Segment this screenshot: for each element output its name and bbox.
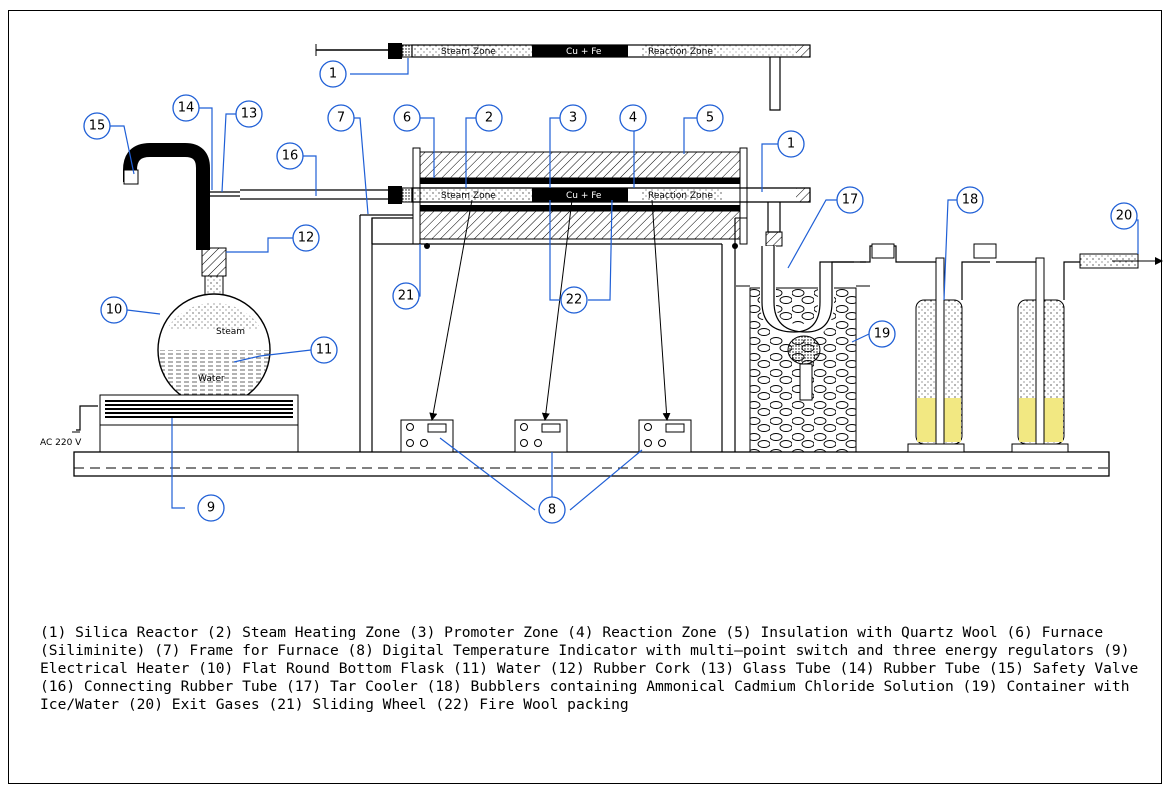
callout-14: 14 <box>172 94 200 122</box>
callouts: 1 1 2 3 4 5 6 7 8 9 10 11 12 13 14 15 16… <box>83 60 1138 524</box>
callout-12: 12 <box>292 224 320 252</box>
top-reaction-zone-label: Reaction Zone <box>648 47 713 57</box>
callout-16: 16 <box>276 142 304 170</box>
callout-5: 5 <box>696 104 724 132</box>
callout-8: 8 <box>538 496 566 524</box>
svg-text:15: 15 <box>89 119 106 134</box>
callout-21: 21 <box>392 282 420 310</box>
callout-11: 11 <box>310 336 338 364</box>
callout-1-top: 1 <box>319 60 347 88</box>
callout-17: 17 <box>836 186 864 214</box>
callout-15: 15 <box>83 112 111 140</box>
svg-text:13: 13 <box>241 107 258 122</box>
svg-text:14: 14 <box>178 101 195 116</box>
callout-9: 9 <box>197 494 225 522</box>
callout-3: 3 <box>559 104 587 132</box>
callout-20: 20 <box>1110 202 1138 230</box>
main-steam-zone-label: Steam Zone <box>441 191 496 201</box>
svg-text:21: 21 <box>398 289 415 304</box>
electrical-heater: AC 220 V <box>40 394 299 453</box>
svg-text:19: 19 <box>874 327 891 342</box>
svg-text:3: 3 <box>569 111 577 126</box>
svg-text:22: 22 <box>566 293 583 308</box>
callout-18: 18 <box>956 186 984 214</box>
bubbler <box>860 243 990 453</box>
flask-assembly: Steam Water <box>123 143 271 407</box>
bubblers <box>860 243 1163 453</box>
main-promoter-label: Cu + Fe <box>566 191 602 201</box>
svg-text:10: 10 <box>106 303 123 318</box>
svg-text:1: 1 <box>329 67 337 82</box>
callout-1-main: 1 <box>777 130 805 158</box>
figure-legend: (1) Silica Reactor (2) Steam Heating Zon… <box>40 624 1139 713</box>
svg-text:5: 5 <box>706 111 714 126</box>
svg-text:1: 1 <box>787 137 795 152</box>
temperature-indicator <box>400 419 454 453</box>
callout-2: 2 <box>475 104 503 132</box>
temperature-indicators <box>400 199 692 453</box>
callout-19: 19 <box>868 320 896 348</box>
callout-10: 10 <box>100 296 128 324</box>
svg-text:17: 17 <box>842 193 859 208</box>
temperature-indicator <box>638 419 692 453</box>
callout-22: 22 <box>560 286 588 314</box>
svg-text:12: 12 <box>298 231 315 246</box>
steam-label: Steam <box>216 327 245 337</box>
svg-text:8: 8 <box>548 503 556 518</box>
power-label: AC 220 V <box>40 438 82 448</box>
svg-text:20: 20 <box>1116 209 1133 224</box>
main-reaction-zone-label: Reaction Zone <box>648 191 713 201</box>
svg-text:4: 4 <box>629 111 637 126</box>
svg-text:2: 2 <box>485 111 493 126</box>
svg-text:16: 16 <box>282 149 299 164</box>
callout-leaders <box>110 58 1139 511</box>
svg-text:11: 11 <box>316 343 333 358</box>
bubbler <box>973 243 1080 453</box>
ice-container <box>736 246 870 453</box>
svg-text:18: 18 <box>962 193 979 208</box>
svg-text:9: 9 <box>207 501 215 516</box>
svg-text:6: 6 <box>403 111 411 126</box>
callout-4: 4 <box>619 104 647 132</box>
base-platform <box>73 451 1110 477</box>
svg-text:7: 7 <box>337 111 345 126</box>
callout-7: 7 <box>327 104 355 132</box>
callout-13: 13 <box>235 100 263 128</box>
silica-reactor: Steam Zone Cu + Fe Reaction Zone <box>240 186 811 247</box>
top-steam-zone-label: Steam Zone <box>441 47 496 57</box>
callout-6: 6 <box>393 104 421 132</box>
diagram-frame <box>8 10 1162 784</box>
top-promoter-label: Cu + Fe <box>566 47 602 57</box>
furnace <box>359 147 748 452</box>
water-label: Water <box>198 374 225 384</box>
temperature-indicator <box>514 419 568 453</box>
top-reactor-detail: Steam Zone Cu + Fe Reaction Zone <box>315 43 811 111</box>
